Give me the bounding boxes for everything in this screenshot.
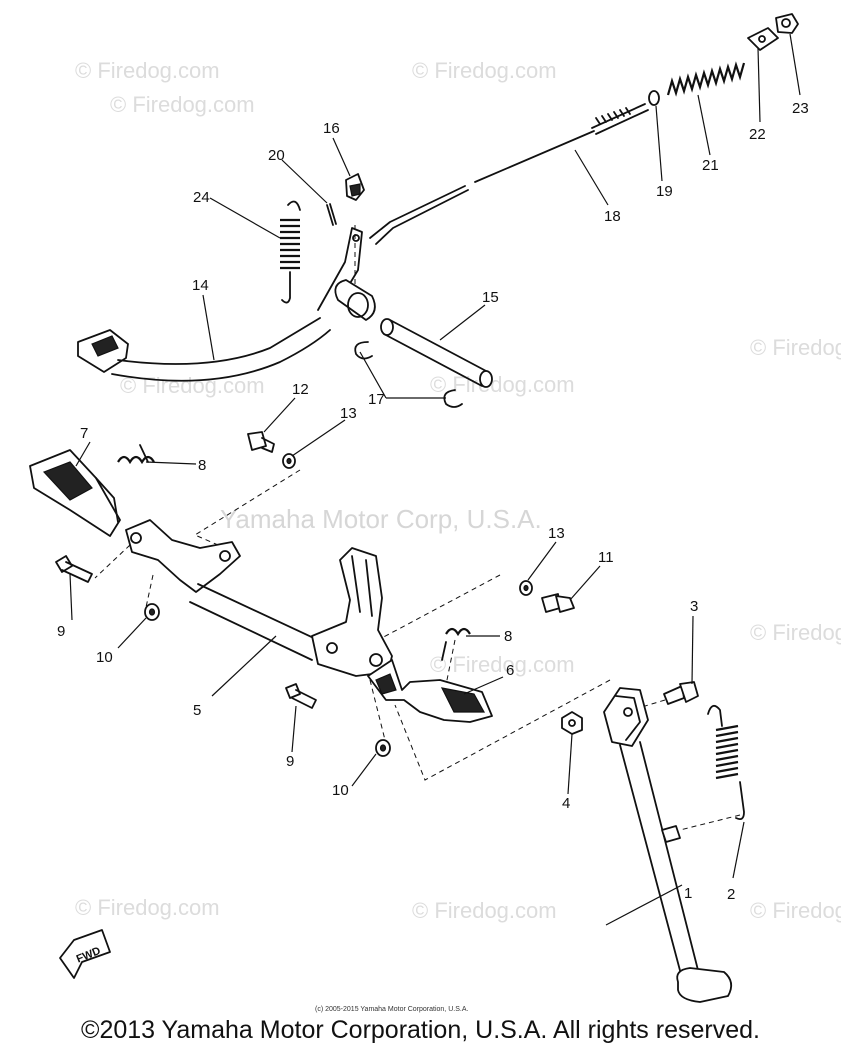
part-label-3: 3 bbox=[690, 598, 698, 615]
part-label-2: 2 bbox=[727, 886, 735, 903]
part-5-footrest-bar bbox=[125, 519, 393, 677]
part-label-9: 9 bbox=[286, 753, 294, 770]
watermark: © Firedog.com bbox=[412, 58, 557, 83]
part-label-10: 10 bbox=[332, 782, 349, 799]
watermark-layer: © Firedog.com © Firedog.com © Firedog.co… bbox=[75, 58, 841, 923]
watermark: © Firedog.com bbox=[750, 898, 841, 923]
part-19-washer bbox=[648, 90, 660, 106]
part-label-19: 19 bbox=[656, 183, 673, 200]
part-2-spring bbox=[707, 704, 745, 821]
part-label-14: 14 bbox=[192, 277, 209, 294]
part-1-side-stand bbox=[603, 687, 733, 1003]
part-17-circlip bbox=[354, 341, 463, 408]
part-label-8: 8 bbox=[198, 457, 206, 474]
part-label-4: 4 bbox=[562, 795, 570, 812]
watermark: © Firedog.com bbox=[430, 652, 575, 677]
watermark: © Firedog.com bbox=[120, 373, 265, 398]
watermark: © Firedog.com bbox=[430, 372, 575, 397]
dashed-line bbox=[369, 679, 386, 741]
part-label-15: 15 bbox=[482, 289, 499, 306]
part-9-pin bbox=[55, 555, 93, 583]
part-label-12: 12 bbox=[292, 381, 309, 398]
part-23-nut bbox=[775, 13, 799, 34]
part-label-6: 6 bbox=[506, 662, 514, 679]
copyright-notice: ©2013 Yamaha Motor Corporation, U.S.A. A… bbox=[81, 1016, 760, 1044]
part-label-7: 7 bbox=[80, 425, 88, 442]
part-8-spring bbox=[117, 444, 155, 465]
part-21-spring bbox=[666, 61, 746, 97]
part-label-1: 1 bbox=[684, 885, 692, 902]
watermark: © Firedog.com bbox=[75, 895, 220, 920]
part-13-washer bbox=[519, 580, 533, 596]
watermark: © Firedog.com bbox=[75, 58, 220, 83]
small-credit: (c) 2005-2015 Yamaha Motor Corporation, … bbox=[315, 1006, 468, 1013]
part-11-bolt bbox=[541, 593, 575, 613]
part-label-21: 21 bbox=[702, 157, 719, 174]
part-7-footrest bbox=[29, 449, 121, 537]
part-label-11: 11 bbox=[598, 549, 614, 566]
watermark: © Firedog.com bbox=[750, 620, 841, 645]
fwd-arrow-icon: FWD bbox=[59, 929, 111, 979]
part-8-spring bbox=[441, 627, 471, 661]
part-label-5: 5 bbox=[193, 702, 201, 719]
dashed-line bbox=[394, 679, 611, 781]
part-label-9: 9 bbox=[57, 623, 65, 640]
part-22-joint bbox=[747, 27, 779, 51]
part-label-8: 8 bbox=[504, 628, 512, 645]
part-16-clevis bbox=[345, 173, 365, 201]
watermark: © Firedog.com bbox=[412, 898, 557, 923]
part-labels: 1 2 3 4 5 6 7 8 8 9 9 10 10 11 12 13 13 … bbox=[57, 100, 809, 903]
part-3-bolt bbox=[663, 681, 699, 705]
part-label-18: 18 bbox=[604, 208, 621, 225]
part-12-bolt bbox=[247, 431, 275, 453]
part-18-brake-rod bbox=[369, 103, 649, 245]
leader-lines bbox=[69, 33, 801, 926]
part-4-nut bbox=[561, 711, 583, 735]
part-10-washer bbox=[144, 603, 160, 621]
part-6-footrest bbox=[367, 659, 493, 723]
part-label-16: 16 bbox=[323, 120, 340, 137]
part-label-24: 24 bbox=[193, 189, 210, 206]
dashed-line bbox=[679, 814, 741, 831]
part-15-shaft bbox=[380, 318, 493, 388]
part-20-cotter-pin bbox=[326, 203, 337, 226]
part-label-20: 20 bbox=[268, 147, 285, 164]
part-10-washer bbox=[375, 739, 391, 757]
part-9-pin bbox=[285, 683, 317, 709]
watermark: © Firedog.com bbox=[110, 92, 255, 117]
dashed-line bbox=[377, 574, 501, 641]
watermark: © Firedog.com bbox=[750, 335, 841, 360]
part-24-spring bbox=[280, 200, 301, 304]
part-label-10: 10 bbox=[96, 649, 113, 666]
watermark-center: Yamaha Motor Corp, U.S.A. bbox=[220, 504, 542, 534]
dashed-line bbox=[193, 469, 301, 549]
part-14-brake-pedal bbox=[77, 227, 376, 382]
part-13-washer bbox=[282, 453, 296, 469]
part-label-13: 13 bbox=[548, 525, 565, 542]
part-label-23: 23 bbox=[792, 100, 809, 117]
dashed-line bbox=[94, 544, 131, 579]
part-label-22: 22 bbox=[749, 126, 766, 143]
part-label-17: 17 bbox=[368, 391, 385, 408]
part-label-13: 13 bbox=[340, 405, 357, 422]
